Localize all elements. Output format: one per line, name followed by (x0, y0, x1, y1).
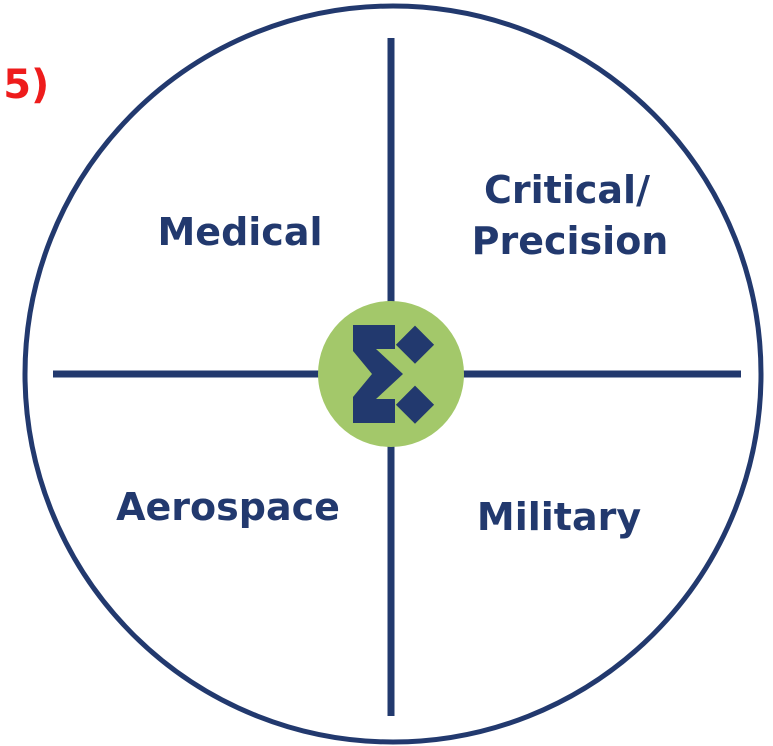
quadrant-medical: Medical (157, 210, 322, 254)
quadrant-aerospace: Aerospace (116, 485, 340, 529)
corner-fragment-text: .5) (0, 62, 49, 108)
quadrant-precision-line2: Precision (472, 219, 669, 263)
logo-icon (318, 301, 464, 447)
quadrant-military: Military (477, 495, 641, 539)
quadrant-critical-line1: Critical/ (484, 168, 650, 212)
